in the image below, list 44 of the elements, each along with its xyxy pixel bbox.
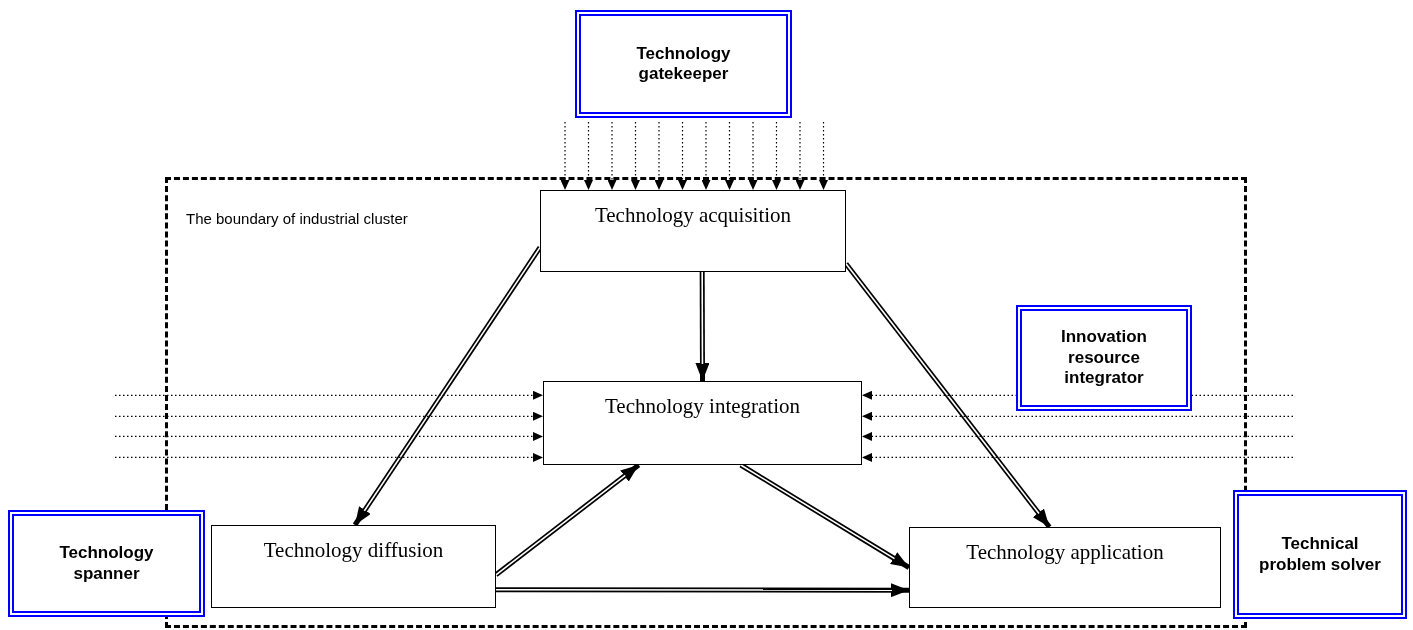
dotted-arrow — [725, 121, 734, 191]
dotted-arrow — [861, 411, 1294, 421]
role-box — [1016, 305, 1192, 411]
dotted-arrow — [654, 121, 664, 191]
role-label: Technology spanner — [58, 543, 155, 584]
dotted-arrow — [114, 431, 544, 441]
role-label: Innovation resource integrator — [1060, 327, 1148, 389]
process-label: Technology integration — [604, 394, 801, 418]
role-label: Technical problem solver — [1258, 534, 1382, 575]
dotted-arrow — [748, 121, 758, 191]
boundary-label: The boundary of industrial cluster — [186, 210, 408, 227]
role-box — [575, 10, 792, 118]
dotted-arrow — [772, 121, 781, 191]
dotted-arrow — [114, 452, 544, 462]
double-line-arrow — [695, 272, 710, 381]
process-box — [540, 190, 846, 272]
role-label: Technology gatekeeper — [635, 43, 732, 85]
double-line-arrow — [494, 463, 641, 577]
dotted-arrow — [861, 452, 1294, 462]
double-line-arrow — [739, 462, 911, 570]
dotted-arrow — [861, 431, 1294, 441]
double-line-arrow — [844, 262, 1052, 529]
double-line-arrow — [352, 246, 543, 527]
dotted-arrow — [560, 121, 570, 191]
role-box — [8, 510, 205, 617]
dotted-arrow — [114, 390, 544, 400]
process-label: Technology acquisition — [594, 203, 792, 227]
dotted-arrow — [114, 411, 544, 421]
process-box — [211, 525, 496, 608]
process-box — [543, 381, 862, 465]
dotted-arrow — [861, 390, 1294, 400]
process-label: Technology application — [966, 540, 1164, 564]
boundary-region — [165, 177, 1247, 628]
process-box — [909, 527, 1221, 608]
dotted-arrow — [584, 121, 593, 191]
role-box — [1233, 490, 1407, 619]
dotted-arrow — [795, 121, 805, 191]
dotted-arrow — [701, 121, 711, 191]
process-label: Technology diffusion — [263, 538, 444, 562]
dotted-arrow — [607, 121, 617, 191]
double-line-arrow — [496, 583, 909, 598]
dotted-arrow — [678, 121, 687, 191]
dotted-arrow — [631, 121, 640, 191]
dotted-arrow — [819, 121, 828, 191]
